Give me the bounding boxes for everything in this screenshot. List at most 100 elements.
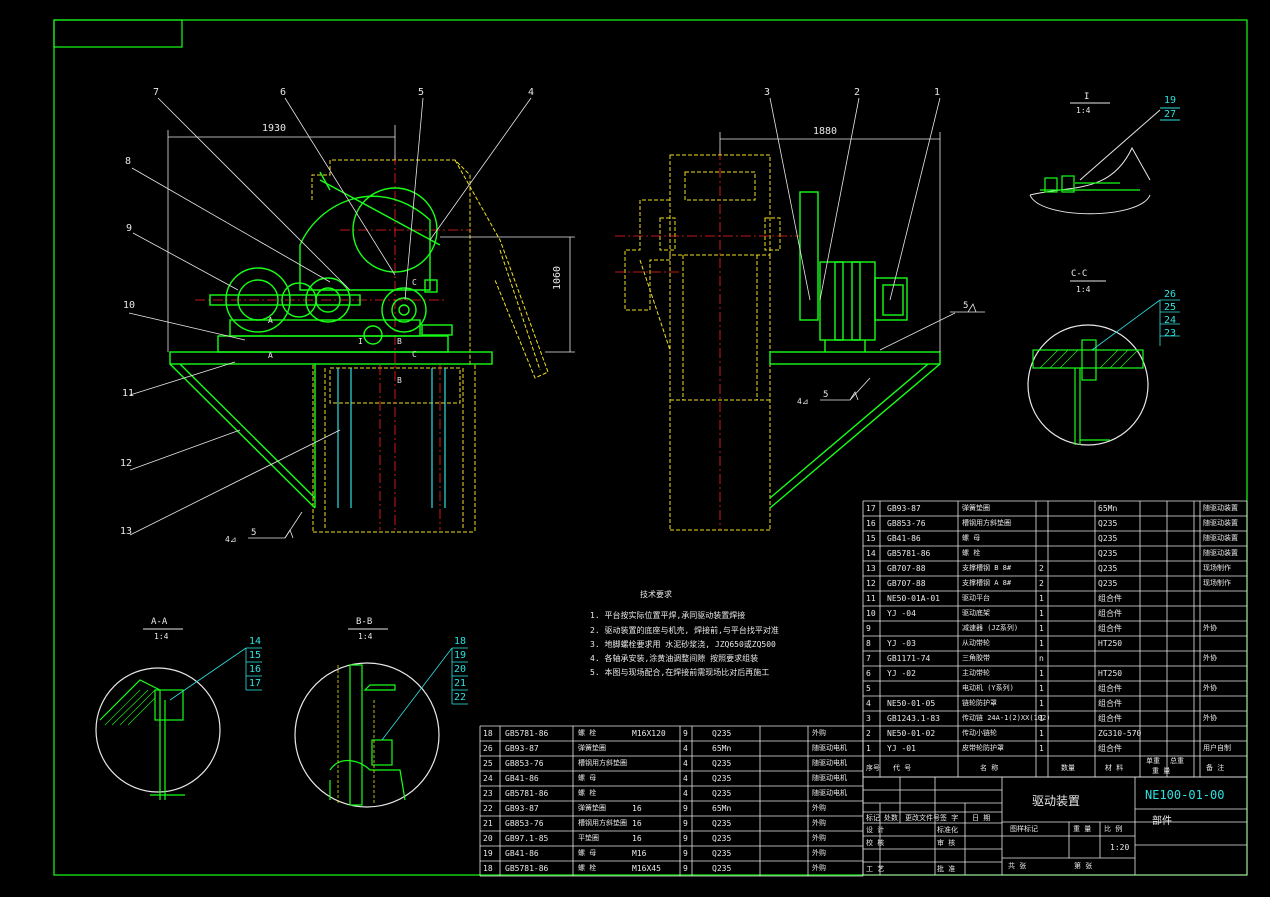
balloon-12: 12 (120, 458, 133, 469)
bom-lower-name: 螺 栓 (578, 864, 597, 872)
title-block-grid (862, 776, 1248, 876)
bom-lower-qty: 4 (683, 759, 688, 768)
detail-I-ref-19: 19 (1164, 95, 1177, 106)
tech-item-3: 3. 地脚螺栓要求用 水泥砂浆浇, JZQ650或ZQ500 (590, 640, 776, 649)
section-AA-ref-16: 16 (249, 664, 262, 675)
bom-lower-no: 26 (483, 744, 493, 753)
balloon-3: 3 (764, 87, 771, 98)
bom-lower-material: Q235 (712, 864, 732, 873)
bom-upper-code: GB1243.1-83 (887, 714, 940, 723)
bom-upper-no: 13 (866, 564, 876, 573)
balloon-2: 2 (854, 87, 861, 98)
bom-upper-qty: n (1039, 654, 1044, 663)
tb-sheets-label: 共 张 (1008, 862, 1027, 870)
tech-item-2: 2. 驱动装置的底座与机壳, 焊接前,与平台找平对准 (590, 626, 779, 635)
bom-upper-no: 16 (866, 519, 876, 528)
balloon-7: 7 (153, 87, 160, 98)
bom-header-weight: 重 量 (1152, 767, 1171, 775)
bom-lower-material: 65Mn (712, 804, 732, 813)
tech-item-4: 4. 各轴承安装,涂黄油调整间隙 按照要求组装 (590, 654, 759, 663)
bom-upper-code: NE50-01A-01 (887, 594, 940, 603)
mark-C-lower: C (412, 350, 417, 359)
mark-C-upper: C (412, 278, 417, 287)
section-BB-ref-20: 20 (454, 664, 467, 675)
tb-mark-label: 标记 (866, 814, 880, 822)
bom-upper-note: 外协 (1203, 714, 1217, 722)
bom-upper-no: 17 (866, 504, 876, 513)
tb-ratio-label: 比 例 (1104, 825, 1123, 833)
bom-upper-material: 组合件 (1098, 594, 1122, 603)
section-CC (1027, 280, 1180, 446)
bom-lower-spec: 16 (632, 819, 642, 828)
bom-upper-code: NE50-01-05 (887, 699, 936, 708)
bom-upper-qty: 1 (1039, 729, 1044, 738)
weld-right-num: 5 (823, 390, 829, 400)
bom-lower-note: 外购 (812, 804, 826, 812)
section-AA-ref-15: 15 (249, 650, 262, 661)
bom-upper-code: YJ -03 (887, 639, 916, 648)
bom-upper-qty: 1 (1039, 714, 1044, 723)
bom-lower-name: 槽钢用方斜垫圈 (578, 819, 627, 827)
section-AA-ref-14: 14 (249, 636, 262, 647)
bom-upper-material: Q235 (1098, 564, 1118, 573)
bom-lower-code: GB5781-86 (505, 864, 549, 873)
bom-header-no: 序号 (866, 764, 880, 772)
bom-lower-note: 外购 (812, 849, 826, 857)
bom-upper-code: GB707-88 (887, 579, 926, 588)
bom-upper-qty: 1 (1039, 669, 1044, 678)
weld-symbols (248, 303, 985, 539)
bom-lower-name: 槽钢用方斜垫圈 (578, 759, 627, 767)
detail-I (1029, 102, 1180, 215)
bom-upper-name: 支撑槽钢 A 8# (962, 579, 1012, 587)
bom-lower-material: Q235 (712, 729, 732, 738)
tb-check-label: 校 核 (866, 839, 885, 847)
tb-sign-label: 签 字 (940, 814, 959, 822)
bom-upper-material: Q235 (1098, 579, 1118, 588)
bom-upper-name: 皮带轮防护罩 (962, 744, 1004, 752)
bom-upper-name: 从动带轮 (962, 639, 990, 647)
tech-title: 技术要求 (640, 590, 672, 599)
bom-upper-note: 外协 (1203, 654, 1217, 662)
bom-upper-name: 驱动平台 (962, 594, 990, 602)
bom-upper-code: GB1171-74 (887, 654, 931, 663)
bom-lower-code: GB41-86 (505, 849, 539, 858)
mark-A-lower: A (268, 351, 273, 360)
balloon-1: 1 (934, 87, 941, 98)
bom-lower-code: GB41-86 (505, 774, 539, 783)
bom-lower-note: 外购 (812, 834, 826, 842)
bom-upper-material: Q235 (1098, 549, 1118, 558)
bom-upper-name: 驱动底架 (962, 609, 990, 617)
section-CC-scale: 1:4 (1076, 285, 1091, 294)
weld-top-num: 5 (963, 301, 969, 311)
bom-lower-no: 18 (483, 729, 493, 738)
balloon-10: 10 (123, 300, 136, 311)
bom-upper-note: 现场制作 (1203, 564, 1231, 572)
bom-upper-no: 11 (866, 594, 876, 603)
bom-lower-note: 随驱动电机 (812, 774, 847, 782)
section-CC-ref-24: 24 (1164, 315, 1177, 326)
bom-header-note: 备 注 (1206, 764, 1225, 772)
bom-lower-material: Q235 (712, 774, 732, 783)
section-BB-ref-19: 19 (454, 650, 467, 661)
bom-header-code: 代 号 (893, 764, 912, 772)
bom-lower-no: 25 (483, 759, 493, 768)
bom-upper-code: GB93-87 (887, 504, 921, 513)
bom-upper-material: 组合件 (1098, 714, 1122, 723)
bom-upper-name: 螺 栓 (962, 549, 981, 557)
bom-lower-code: GB93-87 (505, 804, 539, 813)
tb-process-label: 工 艺 (866, 865, 885, 873)
tb-doc-label: 更改文件号 (905, 814, 940, 822)
bom-upper-qty: 2 (1039, 579, 1044, 588)
bom-upper-no: 6 (866, 669, 871, 678)
bom-upper-qty: 1 (1039, 624, 1044, 633)
section-CC-ref-23: 23 (1164, 328, 1177, 339)
bom-lower-name: 螺 母 (578, 849, 597, 857)
bom-lower-name: 螺 母 (578, 774, 597, 782)
tb-std-label: 标准化 (937, 826, 958, 834)
tb-qty-label: 处数 (884, 814, 898, 822)
bom-lower-spec: 16 (632, 804, 642, 813)
left-elevation (128, 97, 575, 536)
bom-upper-name: 减速器 (JZ系列) (962, 624, 1019, 632)
bom-lower-no: 20 (483, 834, 493, 843)
dim-right-width: 1880 (813, 126, 838, 137)
